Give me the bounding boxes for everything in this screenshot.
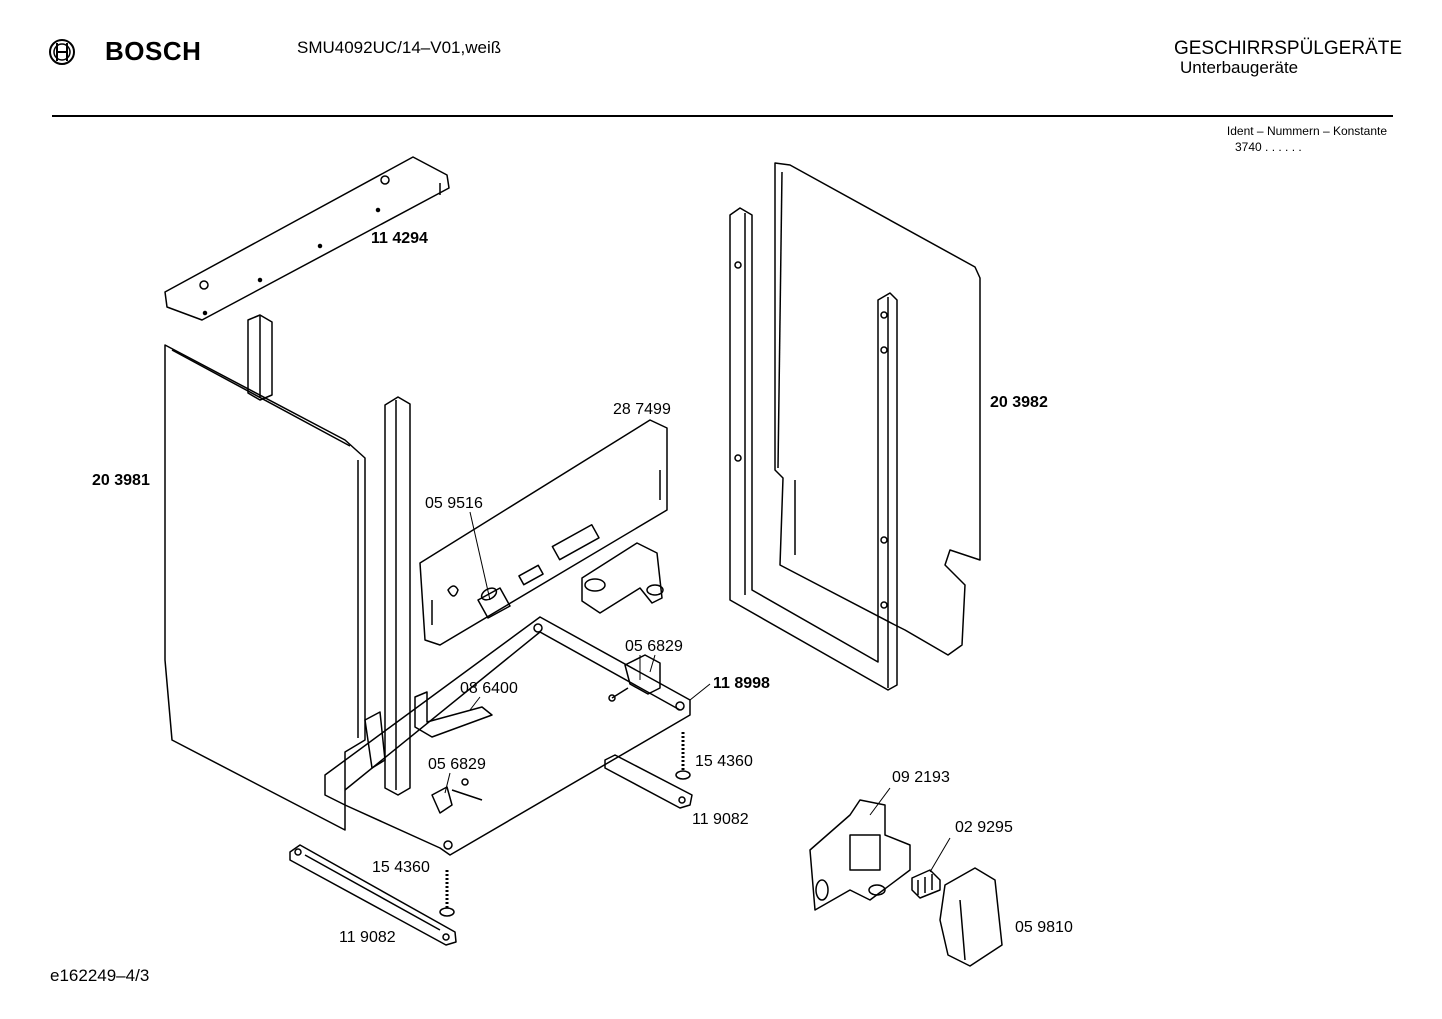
clip-upper [608, 654, 661, 702]
left-upright-rails [247, 314, 411, 796]
control-module [809, 799, 911, 911]
part-label: 15 4360 [372, 859, 430, 876]
part-label: 05 9516 [425, 495, 483, 512]
top-plate [164, 156, 450, 321]
rear-foot-rail [604, 754, 693, 809]
part-label: 05 6829 [428, 756, 486, 773]
right-side-panel [774, 162, 981, 656]
part-label: 11 9082 [692, 811, 749, 828]
ident-label: Ident – Nummern – Konstante [1226, 124, 1387, 138]
part-label: 11 9082 [339, 929, 396, 946]
part-label: 08 6400 [460, 680, 518, 697]
part-label: 11 8998 [713, 675, 770, 692]
part-label: 05 9810 [1015, 919, 1073, 936]
connector-block [911, 869, 941, 899]
base-frame [324, 616, 691, 856]
part-label: 20 3982 [990, 394, 1048, 411]
brand-name: BOSCH [105, 36, 202, 66]
part-label: 11 4294 [371, 230, 428, 247]
adjust-screw-front [439, 870, 455, 917]
module-cover [939, 867, 1003, 967]
right-front-frame [729, 207, 898, 691]
part-label: 28 7499 [613, 401, 671, 418]
category-title: GESCHIRRSPÜLGERÄTE [1173, 38, 1402, 59]
left-side-panel [164, 344, 366, 831]
rear-panel [419, 419, 668, 646]
front-foot-rail [289, 844, 457, 946]
leader-lines [444, 511, 951, 873]
angle-bracket [414, 691, 493, 738]
part-label: 05 6829 [625, 638, 683, 655]
rear-bracket [581, 542, 664, 614]
adjust-screw-rear [675, 732, 691, 780]
model-number: SMU4092UC/14–V01,weiß [297, 38, 502, 57]
subcategory-title: Unterbaugeräte [1180, 58, 1299, 77]
part-label: 15 4360 [695, 753, 753, 770]
heating-tube [477, 587, 511, 619]
clip-lower [431, 778, 483, 814]
bosch-armature-icon [49, 39, 75, 65]
document-id: e162249–4/3 [50, 966, 150, 985]
part-label: 09 2193 [892, 769, 950, 786]
part-label: 02 9295 [955, 819, 1013, 836]
part-label: 20 3981 [92, 472, 150, 489]
ident-value: 3740 . . . . . . [1235, 140, 1302, 154]
